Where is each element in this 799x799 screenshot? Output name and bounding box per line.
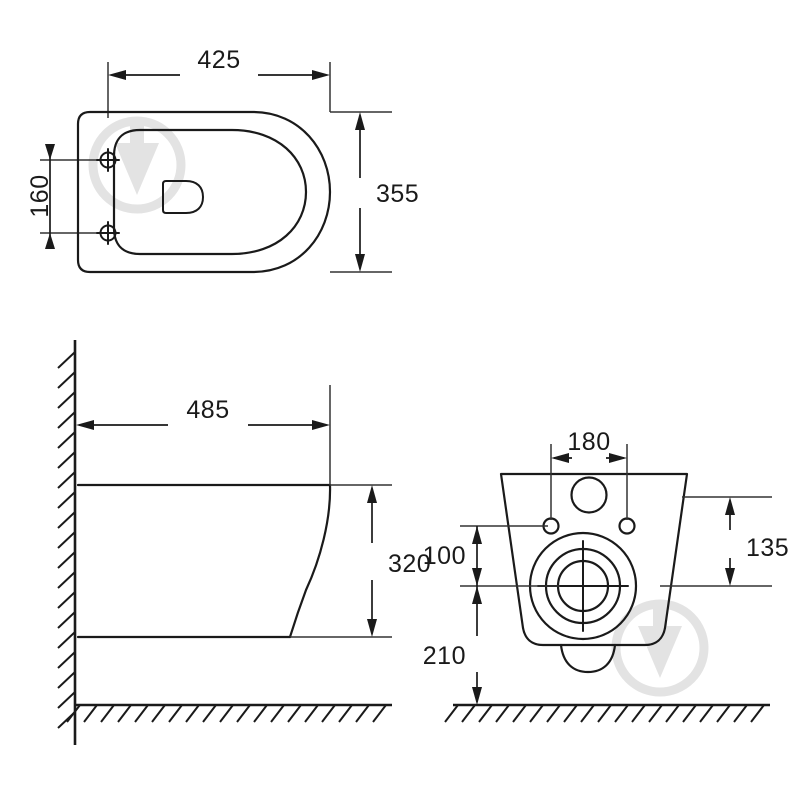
floor-hatching-side xyxy=(66,704,387,723)
front-view-outline xyxy=(499,472,689,647)
dimension-width-425: 425 xyxy=(108,46,330,80)
dimension-floor-gap-210: 210 xyxy=(423,586,482,705)
dimension-label-355: 355 xyxy=(376,180,419,208)
dimension-label-180: 180 xyxy=(567,428,610,456)
front-view-outlet-spigot xyxy=(559,643,617,674)
dimension-label-425: 425 xyxy=(197,46,240,74)
mounting-hole-upper xyxy=(96,148,120,172)
dimension-offset-100: 100 xyxy=(423,526,482,586)
mounting-hole-lower xyxy=(96,221,120,245)
dimension-depth-355: 355 xyxy=(355,112,419,272)
side-view: 485 320 xyxy=(57,340,431,745)
top-view-seat-outline xyxy=(112,128,308,256)
dimension-bolt-spacing-180: 180 xyxy=(551,428,627,463)
top-view-outer-outline xyxy=(76,110,332,274)
top-view: 425 355 160 xyxy=(26,46,419,274)
floor-hatching-front xyxy=(444,704,765,723)
top-view-flush-opening xyxy=(162,180,204,214)
dimension-label-100: 100 xyxy=(423,542,466,570)
bolt-hole-right xyxy=(618,517,636,535)
side-view-front-profile xyxy=(288,483,332,639)
dimension-label-485: 485 xyxy=(186,396,229,424)
wall-hatching xyxy=(57,351,76,729)
dimension-label-320: 320 xyxy=(388,550,431,578)
dimension-projection-485: 485 xyxy=(76,396,330,430)
dimension-bolt-spacing-160: 160 xyxy=(26,144,55,249)
watermark-bottom-right xyxy=(616,604,704,692)
dimension-height-320: 320 xyxy=(367,485,431,637)
water-inlet-circle xyxy=(570,476,608,514)
watermark-top-left xyxy=(93,121,181,209)
dimension-label-160: 160 xyxy=(26,174,54,217)
dimension-height-135: 135 xyxy=(725,497,789,586)
dimension-label-135: 135 xyxy=(746,534,789,562)
dimension-label-210: 210 xyxy=(423,642,466,670)
front-view: 180 100 210 135 xyxy=(423,428,789,723)
